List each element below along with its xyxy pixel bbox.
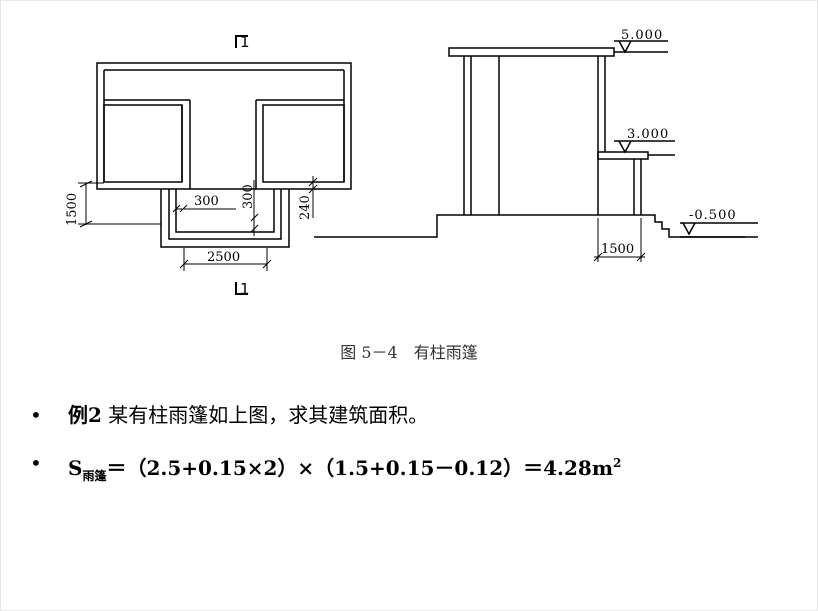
dim-1500-right: 1500: [601, 242, 634, 257]
section-mark-bottom: 1: [240, 280, 250, 298]
section-dimensions: [593, 218, 646, 262]
bullet-dot: •: [30, 403, 42, 427]
section-view: [314, 40, 758, 238]
formula-superscript: 2: [613, 456, 622, 470]
example-label: 例2: [68, 403, 102, 427]
elevation-ground: -0.500: [689, 208, 737, 223]
plan-outer-wall: [96, 62, 352, 190]
plan-dimensions: [78, 176, 318, 271]
example-question: 某有柱雨篷如上图，求其建筑面积。: [101, 403, 429, 427]
formula-subscript: 雨篷: [82, 469, 107, 483]
bullet-example: • 例2 某有柱雨篷如上图，求其建筑面积。: [30, 400, 621, 448]
figure-caption: 图 5－4 有柱雨篷: [340, 343, 478, 362]
section-mark-top: 1: [240, 33, 250, 51]
dim-2500: 2500: [207, 250, 240, 265]
plan-view: [96, 62, 352, 248]
dim-240: 240: [298, 195, 313, 220]
ground-line: [314, 214, 745, 238]
formula-symbol: S: [68, 456, 83, 480]
formula: S雨篷＝（2.5+0.15×2）×（1.5+0.15－0.12）＝4.28m2: [68, 456, 622, 483]
plan-left-room: [103, 104, 183, 183]
bullet-list: • 例2 某有柱雨篷如上图，求其建筑面积。 • S雨篷＝（2.5+0.15×2）…: [30, 400, 621, 496]
canopy-drawing: 1 1 1500 300 300 240 2500: [65, 28, 758, 298]
dim-300-b: 300: [241, 184, 256, 209]
bullet-formula: • S雨篷＝（2.5+0.15×2）×（1.5+0.15－0.12）＝4.28m…: [30, 448, 621, 496]
elevation-top: 5.000: [621, 28, 663, 43]
dim-1500-left: 1500: [65, 193, 80, 226]
bullet-dot: •: [30, 451, 42, 475]
roof-slab: [448, 47, 615, 57]
plan-right-room: [262, 104, 345, 183]
canopy-slab: [597, 151, 649, 160]
plan-canopy-outline: [160, 189, 290, 248]
section-marks: [235, 35, 248, 295]
formula-expression: ＝（2.5+0.15×2）×（1.5+0.15－0.12）＝4.28m: [106, 456, 614, 480]
elevation-mid: 3.000: [627, 127, 669, 142]
dim-300-a: 300: [194, 194, 219, 209]
